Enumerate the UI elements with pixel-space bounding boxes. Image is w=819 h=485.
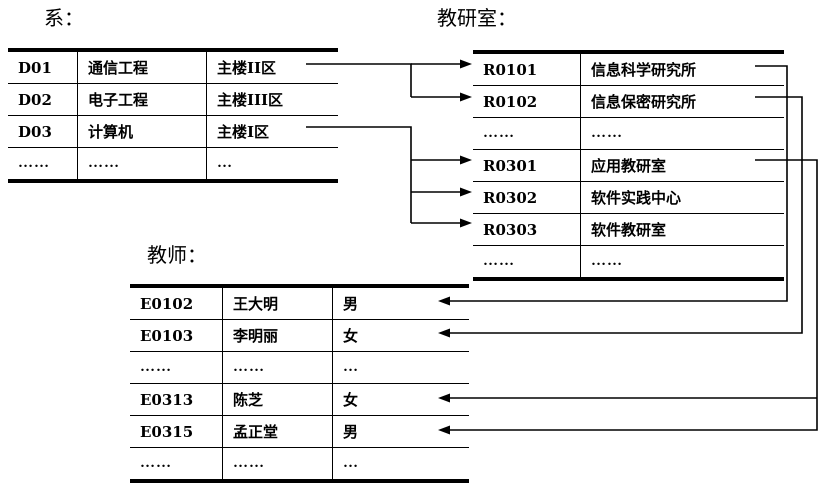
office-code-cell: …… <box>473 245 581 279</box>
office-code-cell: …… <box>473 117 581 150</box>
table-row: D03 计算机 主楼I区 <box>8 115 338 148</box>
office-table: R0101 信息科学研究所 R0102 信息保密研究所 …… …… R0301 … <box>473 50 784 281</box>
teacher-table: E0102 王大明 男 E0103 李明丽 女 …… …… … E0313 陈芝… <box>130 284 469 483</box>
office-table-title: 教研室： <box>437 6 517 30</box>
teacher-gender-cell: … <box>332 351 469 384</box>
dept-code-cell: D03 <box>8 115 78 148</box>
teacher-name-cell: …… <box>222 351 333 384</box>
teacher-code-cell: E0313 <box>130 383 223 416</box>
arrowhead-icon <box>460 92 472 102</box>
teacher-table-title: 教师： <box>147 243 207 267</box>
table-row: …… …… … <box>130 447 469 481</box>
table-row: E0102 王大明 男 <box>130 286 469 320</box>
arrowhead-icon <box>460 155 472 165</box>
dept-name-cell: …… <box>77 147 207 181</box>
office-code-cell: R0102 <box>473 85 581 118</box>
arrowhead-icon <box>460 187 472 197</box>
arrowhead-icon <box>460 218 472 228</box>
dept-code-cell: …… <box>8 147 78 181</box>
table-row: R0302 软件实践中心 <box>473 181 784 214</box>
dept-location-cell: 主楼II区 <box>206 50 338 84</box>
office-name-cell: 软件实践中心 <box>580 181 784 214</box>
teacher-code-cell: E0103 <box>130 319 223 352</box>
table-row: R0301 应用教研室 <box>473 149 784 182</box>
teacher-name-cell: 孟正堂 <box>222 415 333 448</box>
teacher-code-cell: E0102 <box>130 286 223 320</box>
teacher-code-cell: …… <box>130 447 223 481</box>
table-row: E0103 李明丽 女 <box>130 319 469 352</box>
dept-table: D01 通信工程 主楼II区 D02 电子工程 主楼III区 D03 计算机 主… <box>8 48 338 183</box>
teacher-name-cell: 陈芝 <box>222 383 333 416</box>
office-code-cell: R0301 <box>473 149 581 182</box>
table-row: …… …… … <box>8 147 338 181</box>
dept-code-cell: D01 <box>8 50 78 84</box>
office-name-cell: …… <box>580 117 784 150</box>
office-code-cell: R0101 <box>473 52 581 86</box>
office-name-cell: …… <box>591 253 623 269</box>
dept-name-cell: 通信工程 <box>77 50 207 84</box>
dept-table-title: 系： <box>44 6 84 30</box>
arrowhead-icon <box>460 59 472 69</box>
dept-location-cell: 主楼I区 <box>206 115 338 148</box>
table-row: …… …… … <box>130 351 469 384</box>
dept-location-cell: … <box>217 155 233 171</box>
teacher-code-cell: E0315 <box>130 415 223 448</box>
teacher-name-cell: …… <box>222 447 333 481</box>
dept-code-cell: D02 <box>8 83 78 116</box>
office-name-cell: 信息保密研究所 <box>580 85 784 118</box>
table-row: D02 电子工程 主楼III区 <box>8 83 338 116</box>
table-row: R0102 信息保密研究所 <box>473 85 784 118</box>
office-name-cell: 软件教研室 <box>580 213 784 246</box>
table-row: E0315 孟正堂 男 <box>130 415 469 448</box>
table-row: …… …… <box>473 117 784 150</box>
dept-location-cell: 主楼III区 <box>206 83 338 116</box>
teacher-gender-cell: … <box>343 455 359 471</box>
table-row: R0303 软件教研室 <box>473 213 784 246</box>
office-name-cell: 信息科学研究所 <box>580 52 784 86</box>
teacher-gender-cell: 男 <box>332 286 469 320</box>
teacher-gender-cell: 男 <box>332 415 469 448</box>
teacher-name-cell: 王大明 <box>222 286 333 320</box>
office-code-cell: R0303 <box>473 213 581 246</box>
teacher-gender-cell: 女 <box>332 383 469 416</box>
teacher-gender-cell: 女 <box>332 319 469 352</box>
dept-name-cell: 电子工程 <box>77 83 207 116</box>
teacher-code-cell: …… <box>130 351 223 384</box>
table-row: …… …… <box>473 245 784 279</box>
office-code-cell: R0302 <box>473 181 581 214</box>
teacher-name-cell: 李明丽 <box>222 319 333 352</box>
office-name-cell: 应用教研室 <box>580 149 784 182</box>
table-row: E0313 陈芝 女 <box>130 383 469 416</box>
dept-name-cell: 计算机 <box>77 115 207 148</box>
table-row: R0101 信息科学研究所 <box>473 52 784 86</box>
table-row: D01 通信工程 主楼II区 <box>8 50 338 84</box>
